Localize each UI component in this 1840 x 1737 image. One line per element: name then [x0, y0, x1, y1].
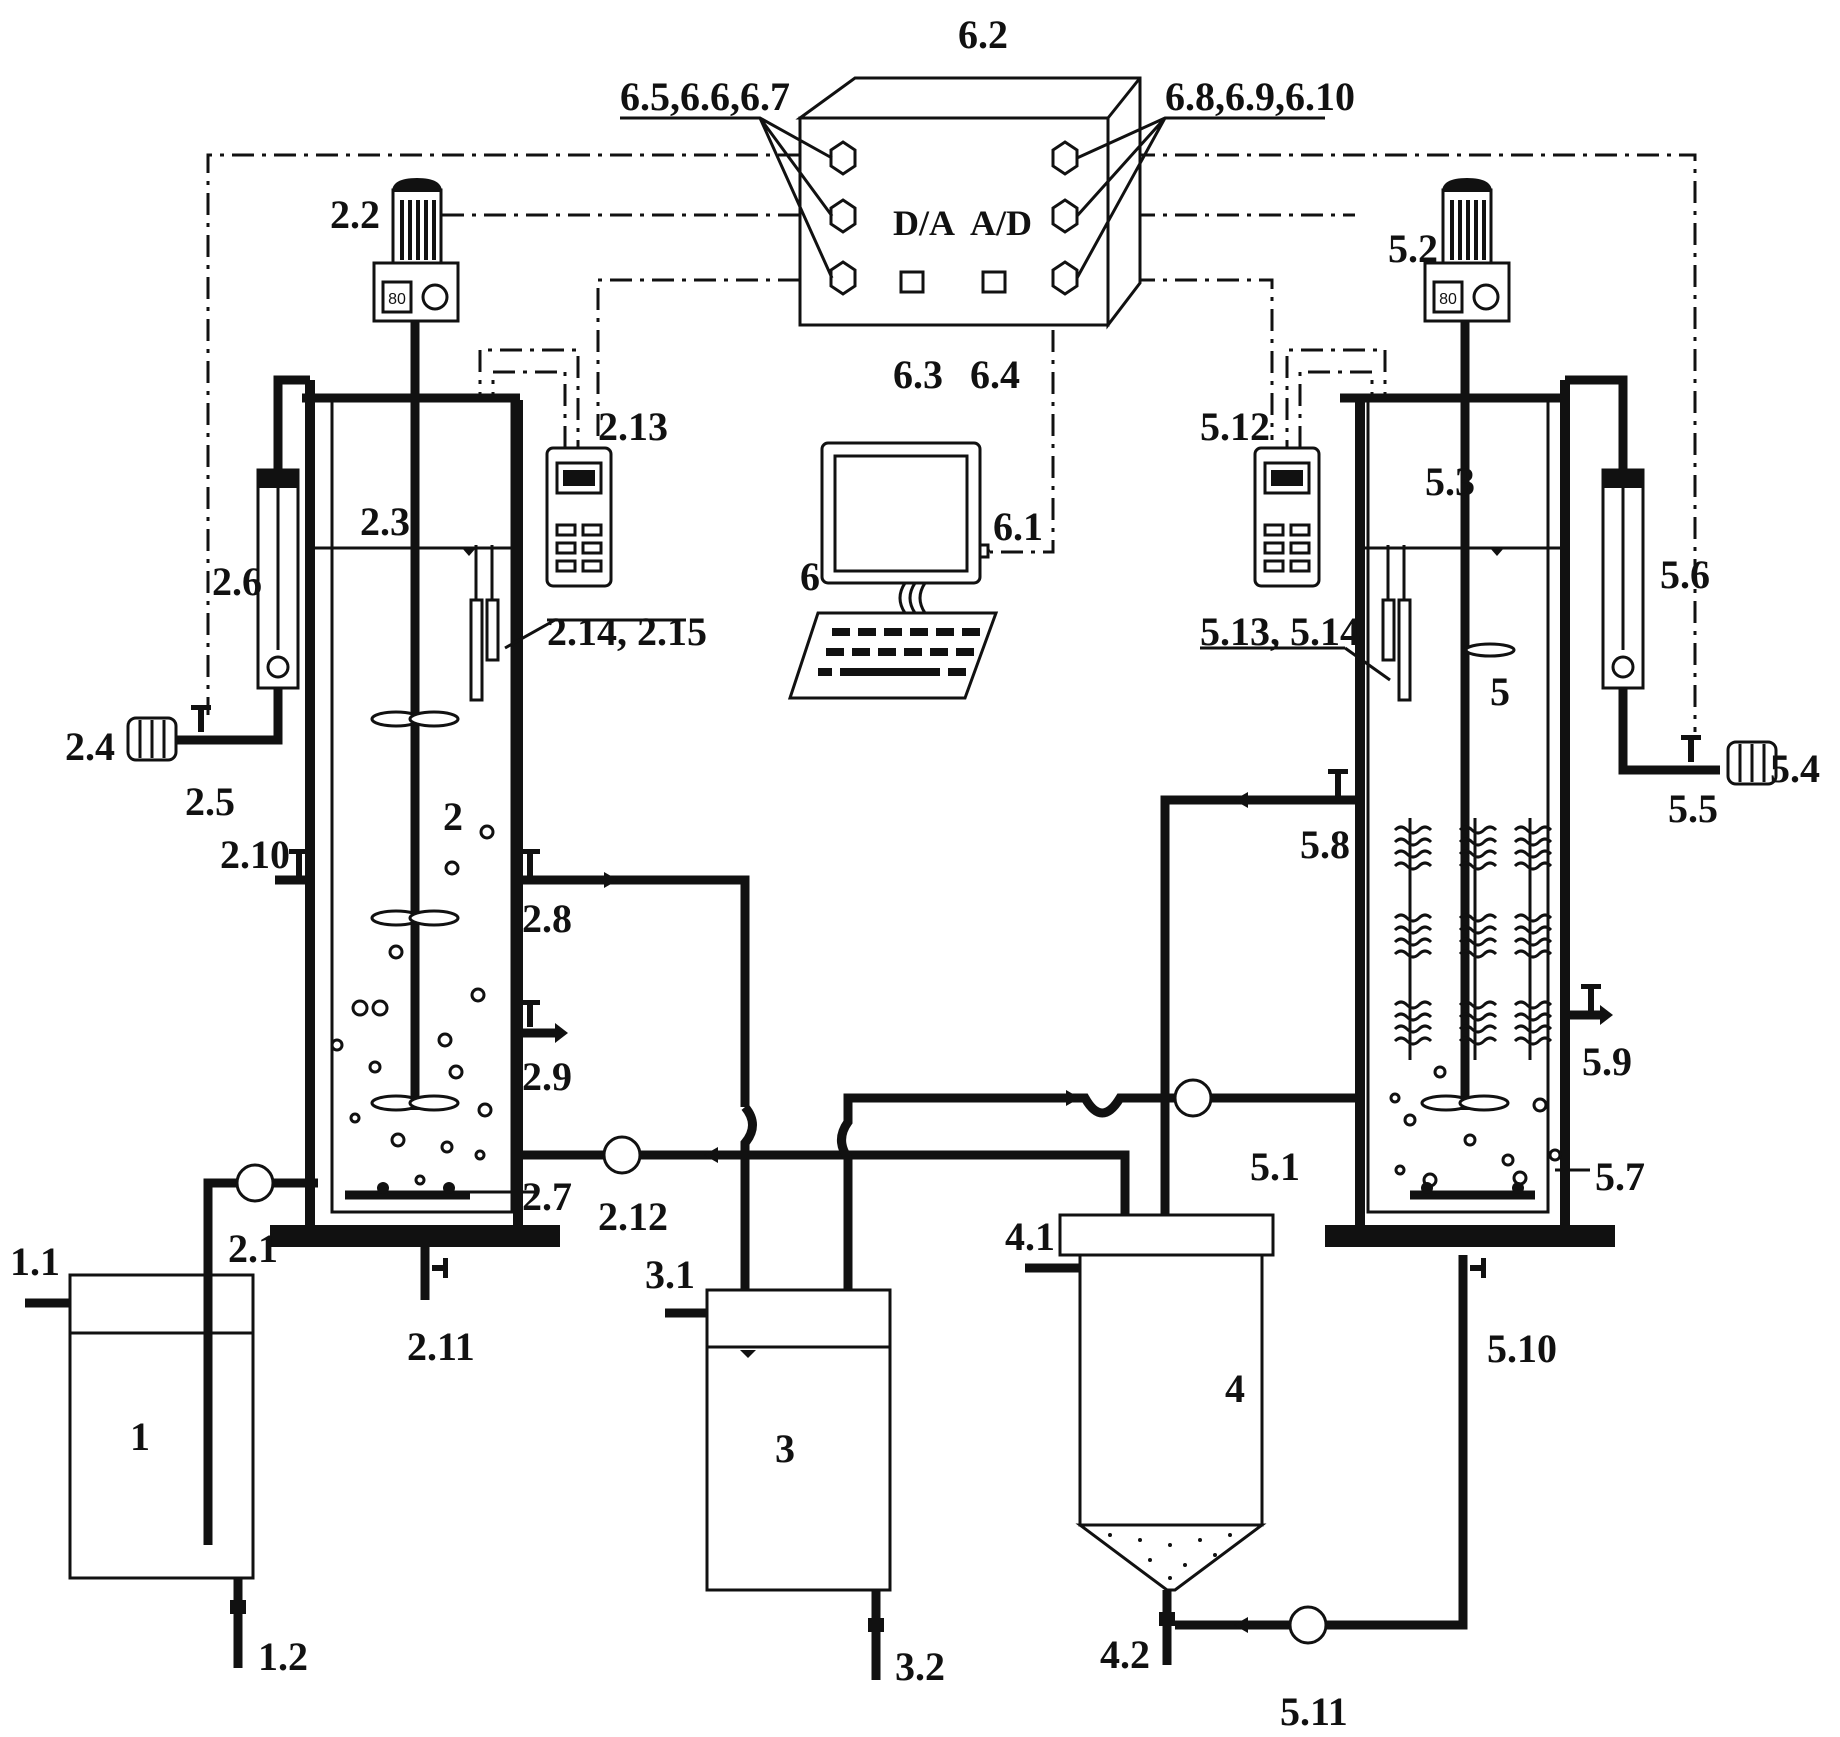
label-card-6-3: 6.3	[893, 352, 943, 397]
label-outlet-4-2: 4.2	[1100, 1632, 1150, 1677]
meter-icon	[545, 446, 613, 588]
label-aerator-2-7: 2.7	[522, 1174, 572, 1219]
label-probes-2-14-2-15: 2.14, 2.15	[547, 609, 707, 654]
label-flowmeter-2-6: 2.6	[212, 559, 262, 604]
reactor-5: 80	[1200, 178, 1778, 1278]
port-icon	[978, 543, 990, 559]
label-tank-3: 3	[775, 1426, 795, 1471]
label-pump-2-1: 2.1	[228, 1226, 278, 1271]
label-valve-5-9: 5.9	[1582, 1039, 1632, 1084]
probe-icon	[1397, 598, 1412, 702]
label-computer: 6	[800, 554, 820, 599]
label-reactor-2: 2	[443, 794, 463, 839]
label-outlet-3-2: 3.2	[895, 1644, 945, 1689]
impeller-icon	[370, 710, 460, 1112]
intermediate-tank	[665, 1288, 892, 1680]
label-reactor-5: 5	[1490, 669, 1510, 714]
da-label: D/A	[893, 203, 955, 243]
label-card-6-4: 6.4	[970, 352, 1020, 397]
valve-icon	[1159, 1612, 1175, 1626]
air-pump-icon	[126, 716, 178, 762]
biofilm-carriers	[1393, 818, 1553, 1060]
valve-icon	[230, 1600, 246, 1614]
label-valve-5-5: 5.5	[1668, 786, 1718, 831]
label-ports-right: 6.8,6.9,6.10	[1165, 74, 1355, 119]
label-tank-1: 1	[130, 1414, 150, 1459]
label-valve-2-5: 2.5	[185, 779, 235, 824]
bubbles	[330, 824, 495, 1186]
label-airpump-5-4: 5.4	[1770, 746, 1820, 791]
probe-icon	[485, 598, 500, 662]
reactor-2: 80	[126, 178, 686, 1300]
label-inlet-3-1: 3.1	[645, 1252, 695, 1297]
label-stirrer-2-3: 2.3	[360, 499, 410, 544]
label-valve-5-10: 5.10	[1487, 1326, 1557, 1371]
label-airpump-2-4: 2.4	[65, 724, 115, 769]
label-inlet-1-1: 1.1	[10, 1239, 60, 1284]
label-controller: 6.2	[958, 12, 1008, 57]
label-pump-2-12: 2.12	[598, 1194, 668, 1239]
settler	[1025, 1213, 1468, 1665]
label-valve-2-11: 2.11	[407, 1324, 475, 1369]
transfer-pipes	[518, 769, 1360, 1545]
feed-tank	[25, 1178, 255, 1668]
label-meter-5-12: 5.12	[1200, 404, 1270, 449]
motor-display-value: 80	[1439, 291, 1457, 308]
label-flowmeter-5-6: 5.6	[1660, 552, 1710, 597]
label-motor-5-2: 5.2	[1388, 226, 1438, 271]
bubbles	[1389, 1065, 1562, 1188]
air-pump-icon	[1726, 740, 1778, 786]
card-slot-icon	[899, 270, 925, 294]
label-outlet-1-2: 1.2	[258, 1634, 308, 1679]
label-settler-4: 4	[1225, 1366, 1245, 1411]
controller-box: D/A A/D	[620, 76, 1325, 330]
label-pump-5-11: 5.11	[1280, 1689, 1348, 1734]
label-valve-2-8: 2.8	[522, 896, 572, 941]
label-motor-2-2: 2.2	[330, 192, 380, 237]
flowmeter-icon	[1601, 468, 1645, 690]
label-pump-5-1: 5.1	[1250, 1144, 1300, 1189]
label-meter-2-13: 2.13	[598, 404, 668, 449]
label-overflow-4-1: 4.1	[1005, 1214, 1055, 1259]
label-valve-2-10: 2.10	[220, 832, 290, 877]
port-hex-icon	[829, 140, 1079, 296]
probe-icon	[1381, 598, 1396, 662]
label-ports-left: 6.5,6.6,6.7	[620, 74, 790, 119]
flowmeter-icon	[256, 468, 300, 690]
valve-icon	[868, 1618, 884, 1632]
label-aerator-5-7: 5.7	[1595, 1154, 1645, 1199]
meter-icon	[1253, 446, 1321, 588]
label-stirrer-5-3: 5.3	[1425, 459, 1475, 504]
label-port-6-1: 6.1	[993, 504, 1043, 549]
label-valve-2-9: 2.9	[522, 1054, 572, 1099]
label-probes-5-13-5-14: 5.13, 5.14	[1200, 609, 1360, 654]
pump-icon	[1173, 1078, 1213, 1118]
probe-icon	[469, 598, 484, 702]
computer	[787, 441, 999, 700]
impeller-icon	[1464, 642, 1516, 658]
label-valve-5-8: 5.8	[1300, 822, 1350, 867]
labels: 6.2 6.5,6.6,6.7 6.8,6.9,6.10 6.3 6.4 6.1…	[10, 12, 1820, 1734]
ad-label: A/D	[970, 203, 1032, 243]
pump-icon	[1288, 1605, 1328, 1645]
motor-display-value: 80	[388, 291, 406, 308]
card-slot-icon	[981, 270, 1007, 294]
pump-icon	[602, 1135, 642, 1175]
